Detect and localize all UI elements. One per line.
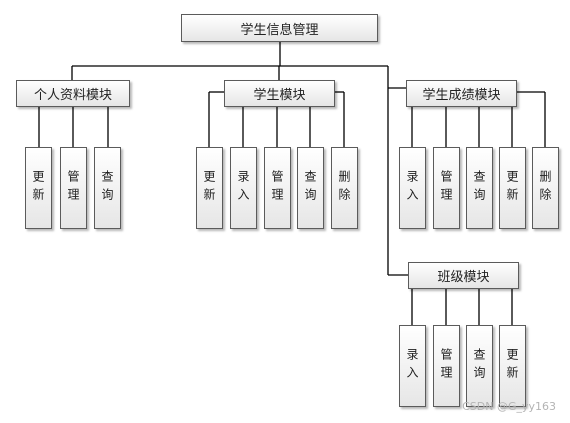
leaf-grades-delete: 删除 [532, 147, 559, 229]
leaf-class-manage: 管理 [433, 325, 460, 407]
module-grades-label: 学生成绩模块 [422, 88, 501, 103]
leaf-grades-query: 查询 [466, 147, 493, 229]
leaf-class-entry: 录入 [399, 325, 426, 407]
leaf-profile-update: 更新 [25, 147, 52, 229]
module-student: 学生模块 [224, 80, 335, 107]
root-label: 学生信息管理 [240, 22, 319, 38]
leaf-student-update: 更新 [196, 147, 223, 229]
module-grades: 学生成绩模块 [406, 80, 517, 107]
leaf-student-query: 查询 [297, 147, 324, 229]
leaf-grades-entry: 录入 [399, 147, 426, 229]
watermark: CSDN @G_yy163 [462, 400, 556, 413]
leaf-class-update: 更新 [499, 325, 526, 407]
leaf-class-query: 查询 [466, 325, 493, 407]
root-node: 学生信息管理 [181, 14, 378, 42]
leaf-grades-update: 更新 [499, 147, 526, 229]
module-student-label: 学生模块 [253, 88, 306, 103]
leaf-student-manage: 管理 [264, 147, 291, 229]
module-class-label: 班级模块 [437, 270, 490, 285]
leaf-student-entry: 录入 [230, 147, 257, 229]
module-profile-label: 个人资料模块 [33, 88, 112, 103]
module-class: 班级模块 [408, 262, 519, 289]
leaf-grades-manage: 管理 [433, 147, 460, 229]
module-profile: 个人资料模块 [16, 80, 130, 107]
leaf-profile-query: 查询 [94, 147, 121, 229]
leaf-student-delete: 删除 [331, 147, 358, 229]
leaf-profile-manage: 管理 [60, 147, 87, 229]
